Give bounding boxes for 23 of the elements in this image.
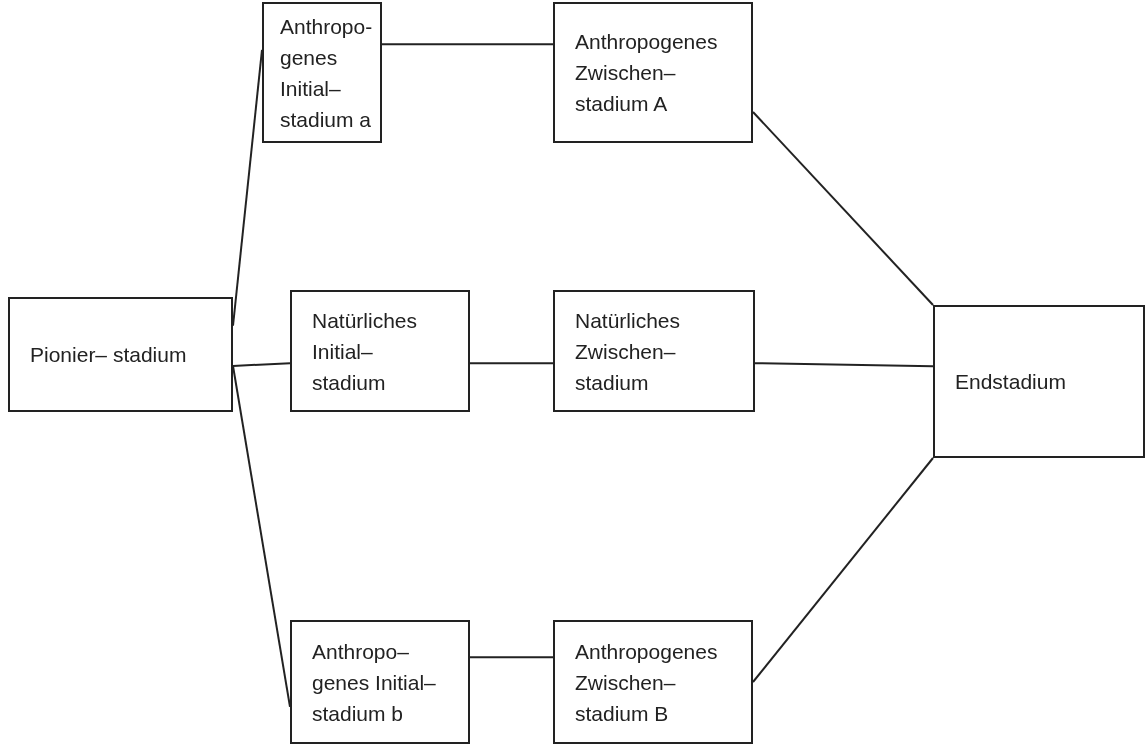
connector-line <box>469 656 554 659</box>
stage-label: Natürliches Initial– stadium <box>312 307 419 396</box>
stage-label: Anthropo- genes Initial– stadium a <box>280 13 373 133</box>
stage-box <box>262 2 382 143</box>
stage-box <box>933 305 1145 458</box>
stage-label: Anthropogenes Zwischen– stadium A <box>575 29 719 117</box>
connector-line <box>754 362 934 368</box>
stage-label: Endstadium <box>955 369 1066 395</box>
stage-box <box>290 620 470 744</box>
connector-line <box>752 111 934 306</box>
connector-line <box>381 43 554 46</box>
connector-line <box>232 362 291 367</box>
stage-box <box>553 2 753 143</box>
connector-line <box>752 457 934 683</box>
stage-box <box>553 290 755 412</box>
stage-label: Anthropo– genes Initial– stadium b <box>312 638 437 727</box>
stage-box <box>290 290 470 412</box>
stage-label: Anthropogenes Zwischen– stadium B <box>575 638 719 727</box>
stage-label: Natürliches Zwischen– stadium <box>575 307 682 396</box>
stage-box <box>553 620 753 744</box>
stage-label: Pionier– stadium <box>30 342 187 368</box>
connector-line <box>469 362 554 365</box>
stage-box <box>8 297 233 412</box>
